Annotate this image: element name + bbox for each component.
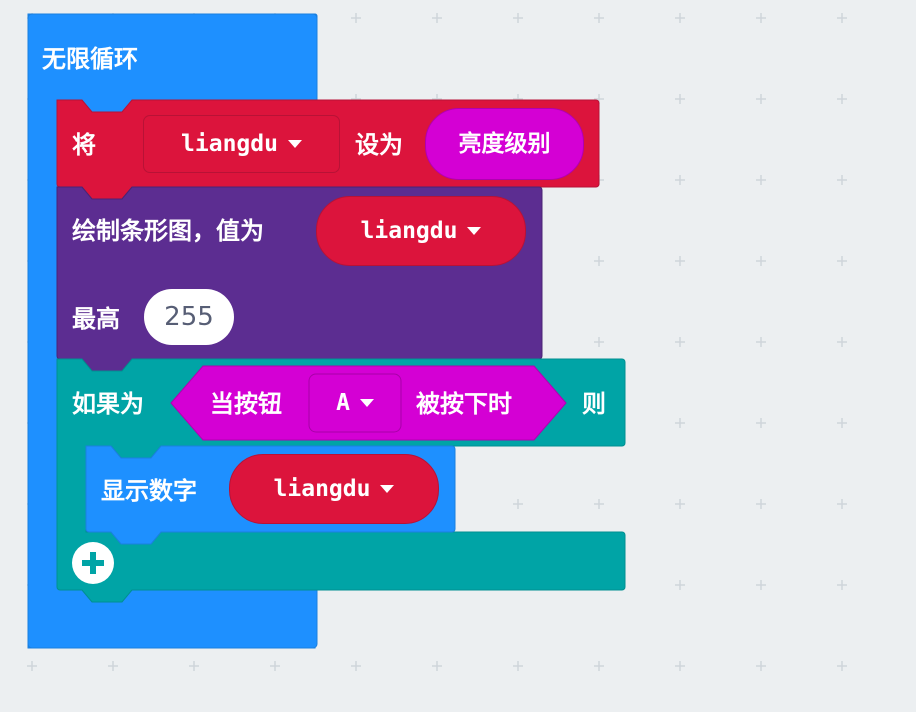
plot-max-label: 最高	[72, 305, 120, 333]
grid-cross	[351, 661, 361, 671]
chevron-down-icon	[467, 227, 482, 235]
grid-cross	[837, 418, 847, 428]
grid-cross	[756, 337, 766, 347]
grid-cross	[756, 661, 766, 671]
grid-cross	[756, 499, 766, 509]
grid-cross	[756, 418, 766, 428]
plot-variable-dropdown[interactable]: liangdu	[316, 196, 526, 266]
grid-cross	[675, 580, 685, 590]
grid-cross	[756, 13, 766, 23]
grid-cross	[837, 13, 847, 23]
grid-cross	[756, 94, 766, 104]
grid-cross	[837, 175, 847, 185]
grid-cross	[594, 337, 604, 347]
condition-suffix: 被按下时	[416, 390, 512, 418]
grid-cross	[432, 13, 442, 23]
grid-cross	[756, 175, 766, 185]
chevron-down-icon	[380, 485, 395, 493]
grid-cross	[675, 175, 685, 185]
forever-label: 无限循环	[42, 45, 138, 73]
plot-label: 绘制条形图，值为	[72, 217, 264, 245]
plot-variable-name: liangdu	[360, 217, 458, 244]
then-label: 则	[582, 390, 606, 418]
set-variable-dropdown[interactable]: liangdu	[143, 115, 340, 173]
grid-cross	[594, 499, 604, 509]
grid-cross	[108, 661, 118, 671]
grid-cross	[756, 580, 766, 590]
grid-cross	[432, 661, 442, 671]
grid-cross	[756, 256, 766, 266]
grid-cross	[513, 13, 523, 23]
set-label: 将	[72, 131, 96, 159]
plot-max-value: 255	[164, 302, 214, 332]
set-variable-name: liangdu	[181, 131, 278, 157]
grid-cross	[513, 661, 523, 671]
button-name: A	[336, 390, 350, 416]
grid-cross	[837, 580, 847, 590]
chevron-down-icon	[359, 399, 374, 407]
grid-cross	[270, 661, 280, 671]
plot-max-input[interactable]: 255	[144, 289, 234, 345]
grid-cross	[594, 256, 604, 266]
brightness-level-block[interactable]: 亮度级别	[425, 108, 584, 180]
chevron-down-icon	[287, 140, 302, 148]
set-to-label: 设为	[355, 131, 403, 159]
grid-cross	[837, 499, 847, 509]
grid-cross	[513, 499, 523, 509]
grid-cross	[675, 337, 685, 347]
condition-prefix: 当按钮	[210, 390, 282, 418]
grid-cross	[675, 94, 685, 104]
plus-circle-icon[interactable]	[72, 542, 114, 584]
if-label: 如果为	[72, 390, 144, 418]
grid-cross	[837, 337, 847, 347]
grid-cross	[675, 13, 685, 23]
grid-cross	[675, 256, 685, 266]
show-variable-name: liangdu	[273, 475, 371, 502]
grid-cross	[675, 418, 685, 428]
grid-cross	[351, 13, 361, 23]
grid-cross	[837, 256, 847, 266]
grid-cross	[837, 661, 847, 671]
grid-cross	[837, 94, 847, 104]
grid-cross	[189, 661, 199, 671]
brightness-level-label: 亮度级别	[458, 130, 551, 157]
button-dropdown[interactable]: A	[310, 375, 400, 431]
grid-cross	[594, 661, 604, 671]
grid-cross	[594, 13, 604, 23]
grid-cross	[27, 661, 37, 671]
grid-cross	[675, 499, 685, 509]
show-variable-dropdown[interactable]: liangdu	[229, 454, 439, 524]
grid-cross	[675, 661, 685, 671]
show-number-label: 显示数字	[101, 477, 197, 505]
